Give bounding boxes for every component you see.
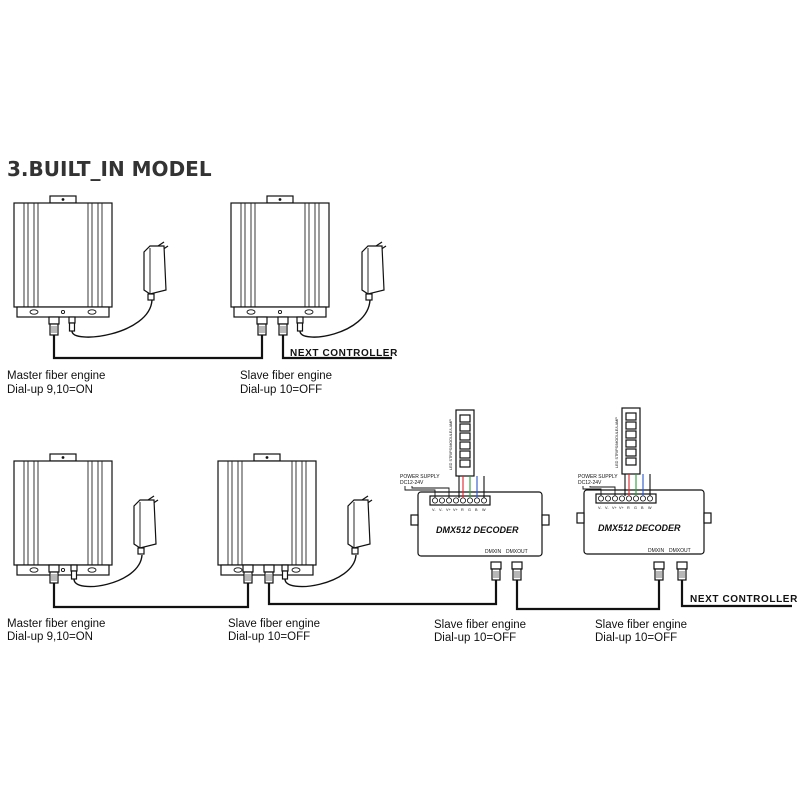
svg-text:B: B — [475, 508, 478, 512]
svg-text:DMXIN: DMXIN — [485, 549, 502, 555]
diagram-title: 3.BUILT_IN MODEL — [7, 157, 212, 181]
power-adapter-icon — [361, 241, 387, 301]
dmx512-decoder-2: LED STRIPS/MODULE/LAMP V- V- V+ V+ R G B… — [576, 407, 712, 555]
svg-text:B: B — [641, 506, 644, 510]
master-engine-caption: Master fiber engine — [7, 370, 105, 382]
master-fiber-engine-top — [13, 195, 113, 336]
svg-text:DMXOUT: DMXOUT — [506, 549, 528, 555]
dmxout-connector — [511, 561, 523, 581]
svg-text:V+: V+ — [612, 506, 618, 510]
slave-engine-caption: Slave fiber engine — [240, 370, 332, 382]
svg-text:W: W — [648, 506, 652, 510]
svg-text:R: R — [627, 506, 630, 510]
decoder1-dialup: Dial-up 10=OFF — [434, 632, 516, 644]
svg-text:LED STRIPS/MODULE/LAMP: LED STRIPS/MODULE/LAMP — [615, 417, 619, 468]
svg-text:V+: V+ — [453, 508, 459, 512]
slave-engine-caption: Slave fiber engine — [228, 618, 320, 630]
master-engine-dialup: Dial-up 9,10=ON — [7, 384, 93, 396]
decoder2-caption: Slave fiber engine — [595, 619, 687, 631]
master-engine-caption: Master fiber engine — [7, 618, 105, 630]
dmxout-connector — [676, 561, 688, 581]
svg-text:V-: V- — [598, 506, 602, 510]
svg-text:V-: V- — [432, 508, 436, 512]
svg-text:G: G — [634, 506, 637, 510]
svg-text:DMXIN: DMXIN — [648, 548, 665, 554]
svg-text:DMXOUT: DMXOUT — [669, 548, 691, 554]
power-adapter-icon — [347, 495, 373, 555]
svg-text:DC12-24V: DC12-24V — [578, 480, 602, 486]
next-controller-label: NEXT CONTROLLER — [290, 348, 398, 359]
decoder1-caption: Slave fiber engine — [434, 619, 526, 631]
svg-text:V+: V+ — [446, 508, 452, 512]
svg-text:POWER SUPPLY: POWER SUPPLY — [400, 474, 440, 480]
svg-text:W: W — [482, 508, 486, 512]
dmxin-connector — [653, 561, 665, 581]
svg-text:DC12-24V: DC12-24V — [400, 480, 424, 486]
power-adapter-icon — [143, 241, 169, 301]
dmx512-decoder-1: LED STRIPS/MODULE/LAMP V- V- V+ V+ R G B… — [400, 409, 550, 557]
slave-engine-dialup: Dial-up 10=OFF — [240, 384, 322, 396]
svg-text:V-: V- — [605, 506, 609, 510]
decoder-title: DMX512 DECODER — [598, 523, 681, 533]
decoder2-dialup: Dial-up 10=OFF — [595, 632, 677, 644]
slave-fiber-engine-top — [230, 195, 330, 336]
dmxin-connector — [490, 561, 502, 581]
svg-text:V-: V- — [439, 508, 443, 512]
svg-text:R: R — [461, 508, 464, 512]
svg-text:LED STRIPS/MODULE/LAMP: LED STRIPS/MODULE/LAMP — [449, 419, 453, 470]
decoder-title: DMX512 DECODER — [436, 525, 519, 535]
slave-fiber-engine-bottom — [217, 453, 317, 584]
master-fiber-engine-bottom — [13, 453, 113, 584]
svg-text:G: G — [468, 508, 471, 512]
master-engine-dialup: Dial-up 9,10=ON — [7, 631, 93, 643]
power-adapter-icon — [133, 495, 159, 555]
svg-text:POWER SUPPLY: POWER SUPPLY — [578, 474, 618, 480]
svg-text:V+: V+ — [619, 506, 625, 510]
slave-engine-dialup: Dial-up 10=OFF — [228, 631, 310, 643]
next-controller-label: NEXT CONTROLLER — [690, 594, 798, 605]
